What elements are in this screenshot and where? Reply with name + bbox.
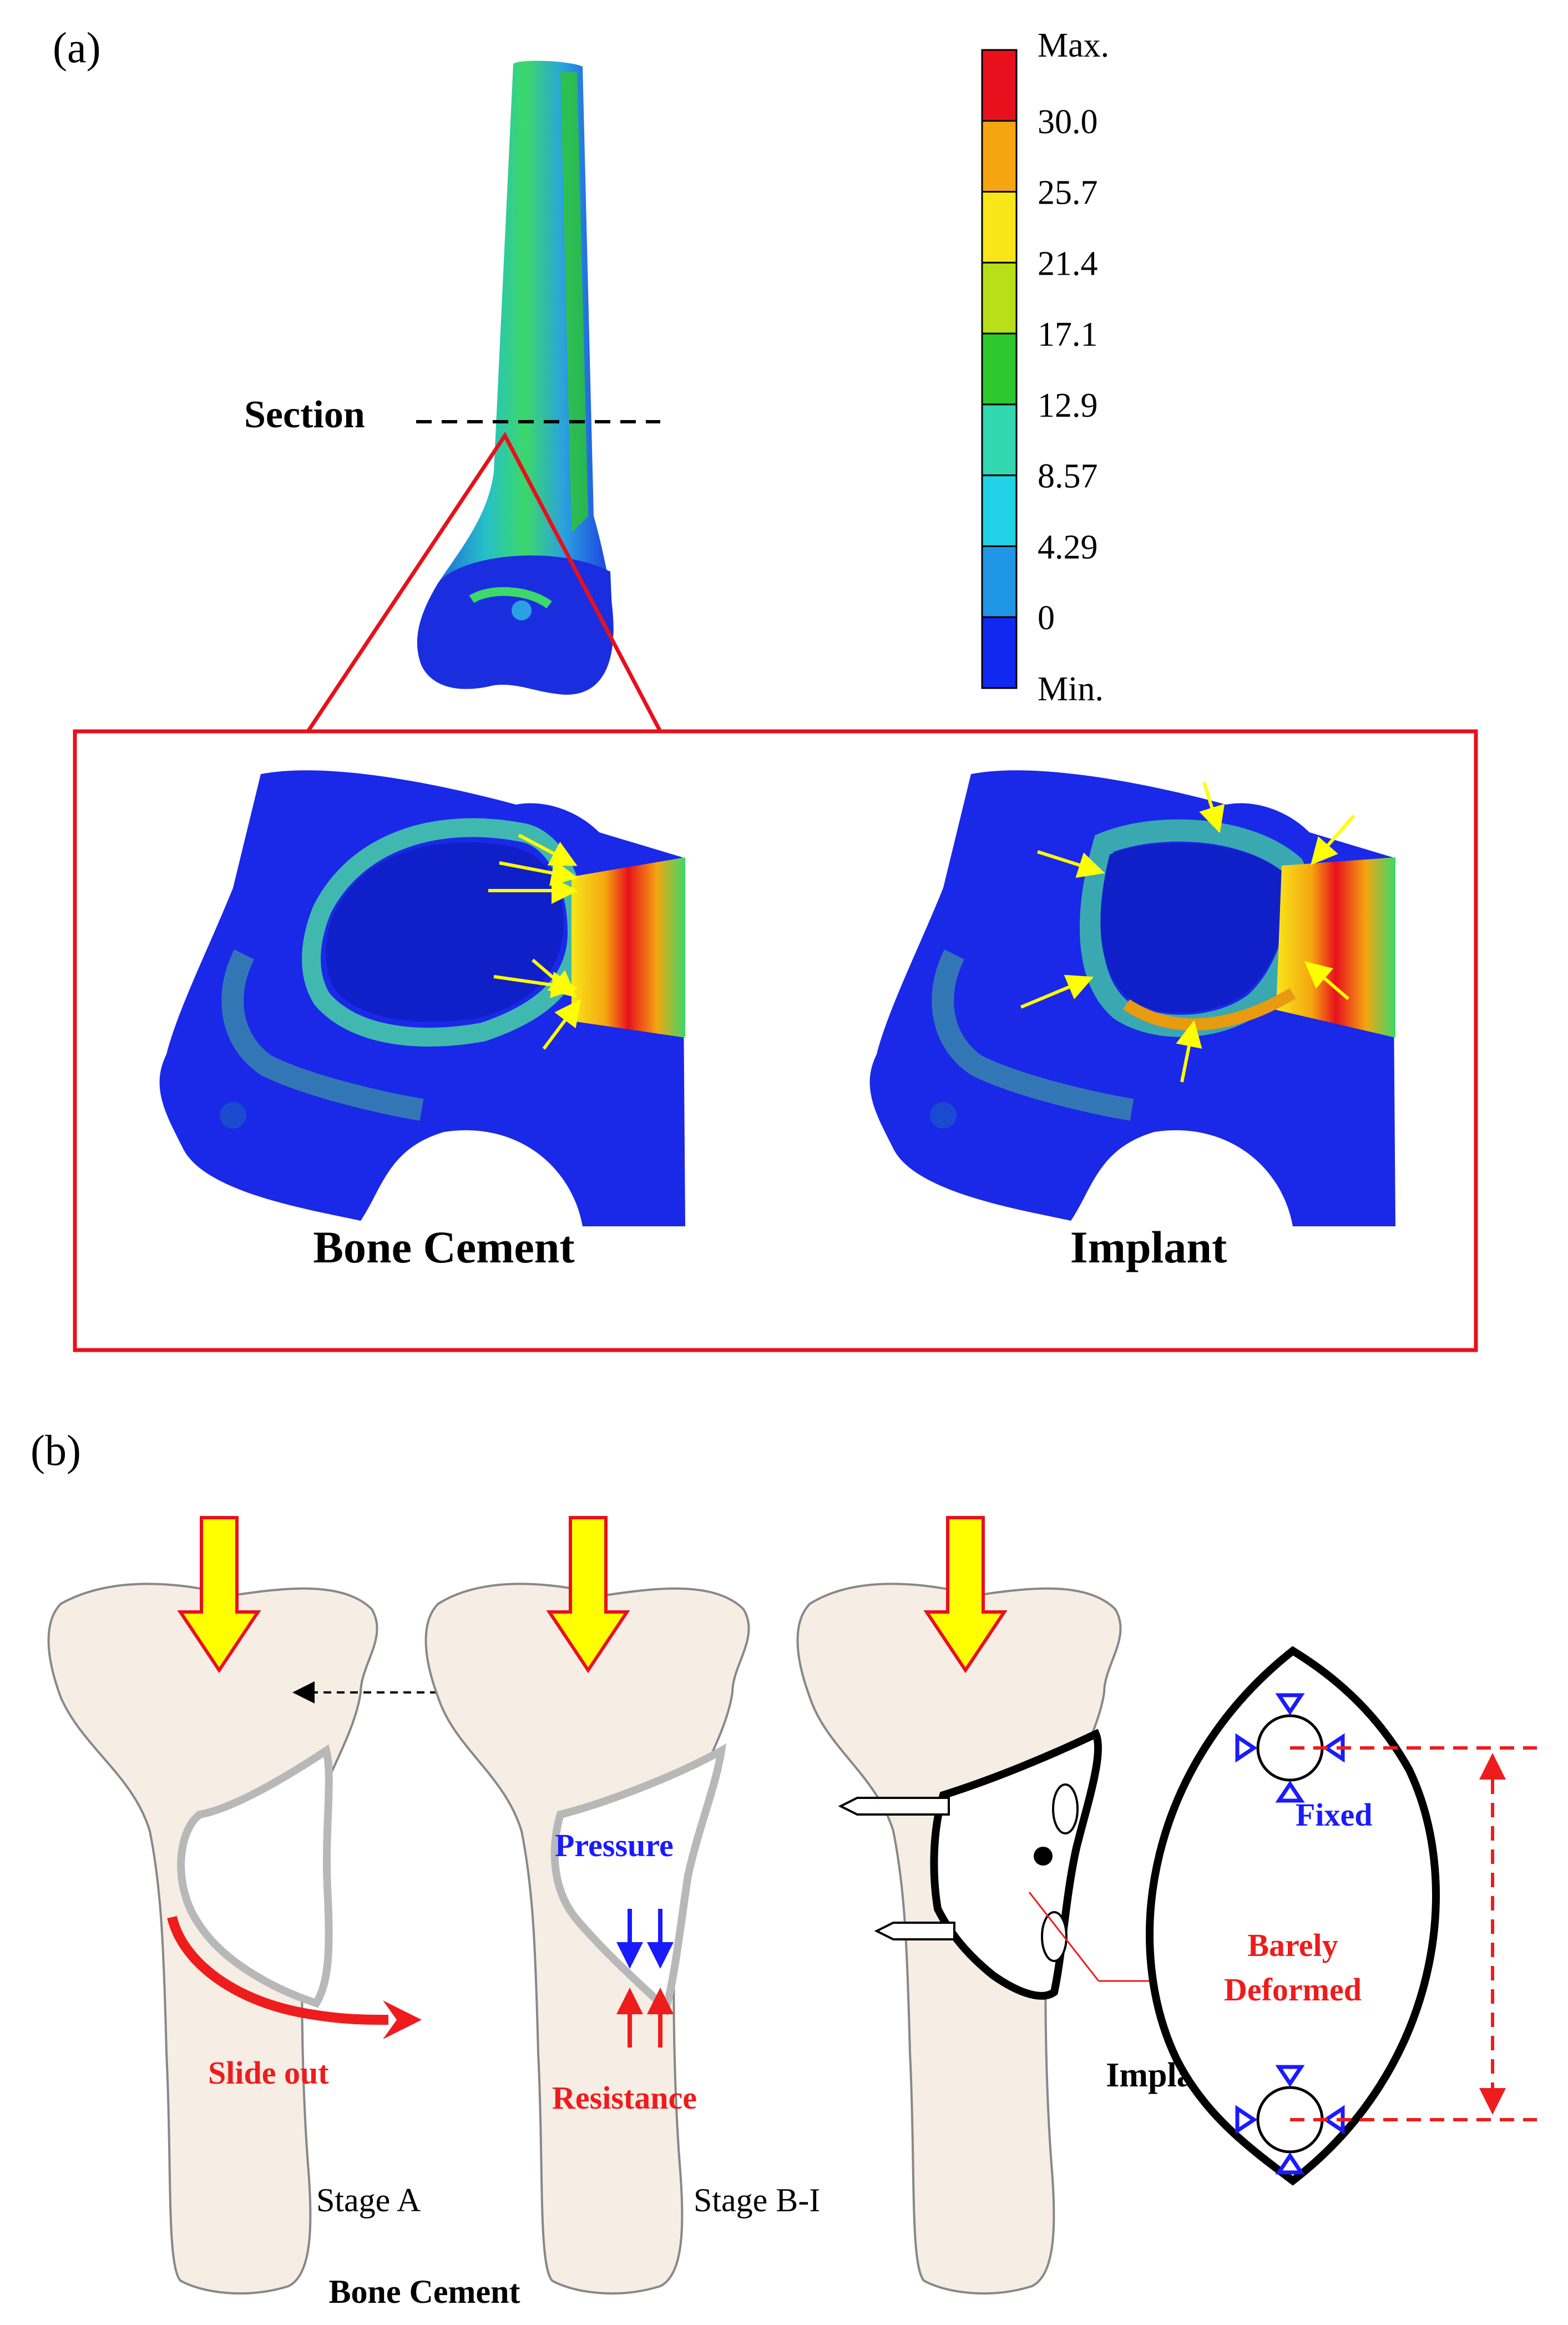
colorbar-tick-label: 25.7 — [1038, 174, 1098, 212]
colorbar-segment — [981, 616, 1018, 689]
zoom-bone-cement-model — [159, 770, 685, 1226]
colorbar-segment — [981, 120, 1018, 193]
colorbar — [981, 49, 1018, 689]
zoom-right-caption: Implant — [1070, 1222, 1227, 1272]
implant-hole-upper — [1052, 1783, 1079, 1834]
slide-out-arrowhead — [383, 2000, 422, 2039]
panel-a-label: (a) — [53, 23, 101, 72]
zoom-left-caption: Bone Cement — [313, 1222, 574, 1272]
barely-label: Barely — [1247, 1927, 1338, 1963]
screw-upper — [838, 1797, 950, 1816]
load-arrow — [923, 1516, 1008, 1674]
bone-stage-b — [424, 1583, 750, 2295]
section-label: Section — [244, 393, 365, 436]
zoom-frame — [73, 729, 1478, 1352]
zoom-implant-model — [869, 770, 1395, 1226]
colorbar-tick-labels: 30.0 25.7 21.4 17.1 12.9 8.57 4.29 0 — [1038, 103, 1098, 637]
cement-stage-a — [177, 1744, 333, 2008]
cement-stage-b — [550, 1743, 727, 2016]
fixed-label: Fixed — [1296, 1797, 1373, 1833]
pressure-label: Pressure — [555, 1827, 674, 1863]
barely-deformed-leader — [1028, 1892, 1100, 1982]
colorbar-segment — [981, 191, 1018, 264]
stage-b-label: Stage B-I — [694, 2182, 820, 2218]
slide-out-arrow — [167, 1915, 389, 2025]
colorbar-tick-label: 12.9 — [1038, 387, 1098, 424]
colorbar-tick-label: 30.0 — [1038, 103, 1098, 141]
colorbar-tick-label: 17.1 — [1038, 316, 1098, 353]
stage-a-label: Stage A — [316, 2182, 421, 2218]
yellow-arrows-bone-cement — [488, 833, 581, 1050]
implant-center-dot — [1034, 1847, 1053, 1866]
deformed-label: Deformed — [1224, 1972, 1362, 2008]
colorbar-tick-label: 4.29 — [1038, 528, 1098, 566]
colorbar-segment — [981, 474, 1018, 547]
screw-lower — [874, 1922, 955, 1940]
yellow-arrows-implant — [1020, 782, 1355, 1083]
femur-stress-model — [417, 60, 614, 695]
colorbar-segment — [981, 49, 1018, 122]
implant-hole-lower — [1041, 1911, 1068, 1962]
colorbar-segment — [981, 332, 1018, 406]
load-arrows — [177, 1516, 1008, 1674]
panel-b-label: (b) — [31, 1426, 81, 1474]
colorbar-segment — [981, 261, 1018, 335]
colorbar-max-label: Max. — [1038, 27, 1109, 64]
resistance-label: Resistance — [552, 2080, 697, 2116]
fixed-constraint-triangles — [1235, 1693, 1345, 2175]
bone-cement-caption: Bone Cement — [329, 2273, 520, 2310]
colorbar-min-label: Min. — [1038, 670, 1104, 708]
implant-cross-section — [1146, 1646, 1440, 2186]
zoom-connector — [306, 432, 662, 732]
colorbar-segment — [981, 545, 1018, 618]
colorbar-tick-label: 0 — [1038, 599, 1055, 637]
load-arrow — [546, 1516, 630, 1674]
slide-out-label: Slide out — [208, 2055, 329, 2091]
colorbar-tick-label: 8.57 — [1038, 458, 1098, 496]
load-arrow — [177, 1516, 261, 1674]
colorbar-tick-label: 21.4 — [1038, 245, 1098, 282]
colorbar-segment — [981, 403, 1018, 477]
